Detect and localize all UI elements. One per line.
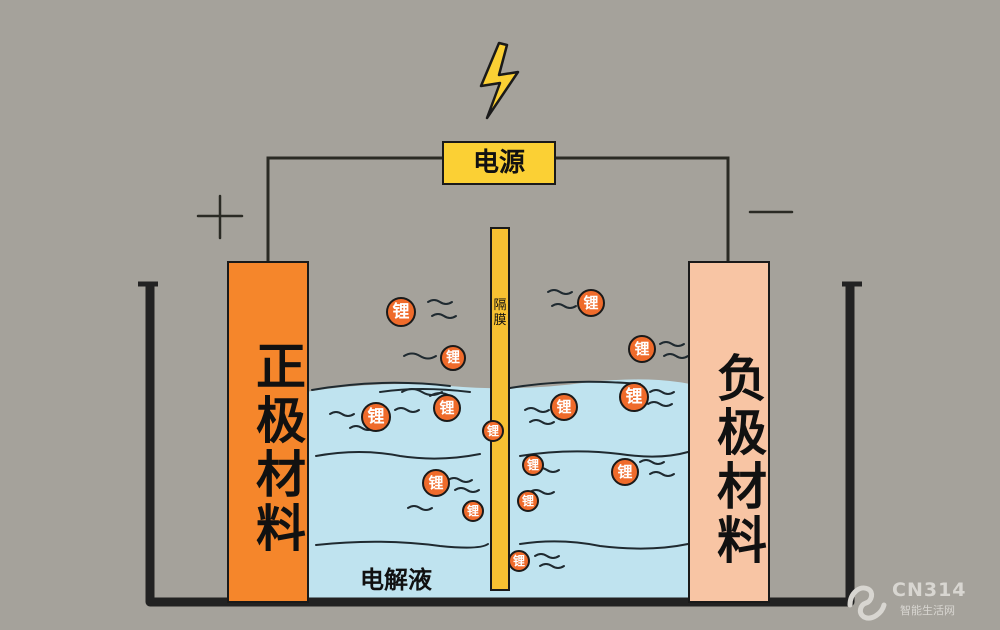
lithium-ion: 锂 xyxy=(619,382,649,412)
lithium-ion: 锂 xyxy=(628,335,656,363)
separator xyxy=(490,227,510,591)
lithium-ion: 锂 xyxy=(550,393,578,421)
negative-electrode-label: 负极材料 xyxy=(709,352,767,568)
negative-electrode xyxy=(688,261,770,603)
electrolyte-label: 电解液 xyxy=(360,566,432,594)
positive-electrode xyxy=(227,261,309,603)
lithium-ion: 锂 xyxy=(386,297,416,327)
lithium-ion: 锂 xyxy=(440,345,466,371)
lithium-ion: 锂 xyxy=(482,420,504,442)
lithium-ion: 锂 xyxy=(433,394,461,422)
power-source-label: 电源 xyxy=(472,148,525,178)
lithium-ion: 锂 xyxy=(422,469,450,497)
container xyxy=(145,283,855,607)
watermark: CN314 智能生活网 xyxy=(842,575,992,625)
lithium-ion: 锂 xyxy=(462,500,484,522)
watermark-brand: CN314 xyxy=(892,579,967,601)
positive-electrode-label: 正极材料 xyxy=(248,340,306,556)
separator-label: 隔膜 xyxy=(493,298,507,328)
lithium-ion: 锂 xyxy=(361,402,391,432)
wires xyxy=(266,156,730,262)
power-source-box xyxy=(442,141,556,185)
watermark-logo-icon xyxy=(847,585,887,621)
lithium-ion: 锂 xyxy=(517,490,539,512)
lithium-ion: 锂 xyxy=(611,458,639,486)
lithium-ion: 锂 xyxy=(522,454,544,476)
lithium-ion: 锂 xyxy=(508,550,530,572)
plus-sign-icon xyxy=(196,194,244,240)
watermark-subtitle: 智能生活网 xyxy=(900,604,955,617)
lithium-ion: 锂 xyxy=(577,289,605,317)
lightning-bolt-icon xyxy=(479,41,520,120)
